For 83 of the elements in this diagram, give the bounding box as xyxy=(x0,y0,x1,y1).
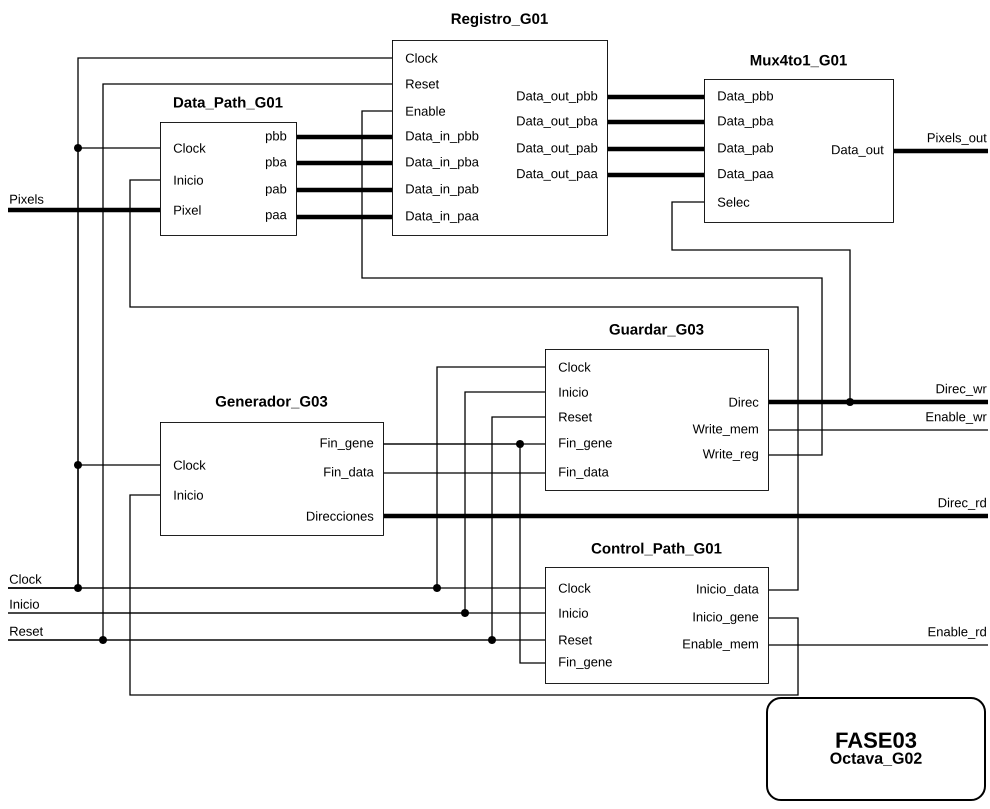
port-label: Selec xyxy=(718,197,750,207)
port-label: Fin_gene xyxy=(559,438,612,450)
port-label: Write_mem xyxy=(692,424,758,436)
wire xyxy=(384,443,545,664)
signal-label: Reset xyxy=(10,626,44,636)
wire xyxy=(768,644,988,646)
port-label: Inicio_data xyxy=(697,584,759,596)
port-label: Inicio xyxy=(174,490,203,500)
signal-label: Inicio xyxy=(10,599,39,609)
port-label: Fin_data xyxy=(324,467,374,479)
wire xyxy=(608,120,704,124)
wire xyxy=(768,429,988,431)
wire xyxy=(608,94,704,100)
port-label: Data_out_pba xyxy=(517,116,598,128)
port-label: Inicio xyxy=(559,387,588,397)
port-label: Pixel xyxy=(174,205,200,215)
wire xyxy=(8,208,160,212)
wire xyxy=(8,612,545,614)
wire xyxy=(361,110,823,456)
wire xyxy=(384,514,988,518)
wire xyxy=(768,400,988,404)
port-label: Fin_gene xyxy=(320,438,374,450)
port-label: Reset xyxy=(406,79,440,89)
wire xyxy=(296,160,392,166)
port-label: Reset xyxy=(559,412,592,422)
port-label: Inicio_gene xyxy=(694,612,758,624)
port-label: Data_pba xyxy=(718,116,774,128)
signal-label: Enable_wr xyxy=(926,412,987,424)
module-title: Data_Path_G01 xyxy=(174,96,283,110)
port-label: Inicio xyxy=(559,608,588,618)
port-label: Write_reg xyxy=(702,448,758,462)
title-block: FASE03 Octava_G02 xyxy=(766,697,986,801)
wire xyxy=(894,148,988,154)
port-label: Clock xyxy=(558,362,591,372)
port-label: Direc xyxy=(730,397,758,407)
port-label: Data_out_pbb xyxy=(517,90,598,104)
port-label: Clock xyxy=(558,583,591,593)
port-label: Data_out_paa xyxy=(517,169,598,181)
port-label: Data_pbb xyxy=(718,90,774,104)
port-label: Inicio xyxy=(174,175,203,185)
module-title: Mux4to1_G01 xyxy=(750,54,847,68)
port-label: Direcciones xyxy=(306,511,374,521)
module-title: Registro_G01 xyxy=(452,12,548,28)
wire xyxy=(671,201,851,403)
port-label: Data_in_paa xyxy=(406,210,479,224)
wire xyxy=(8,639,545,641)
port-label: pba xyxy=(266,156,287,170)
wire xyxy=(608,146,704,152)
port-label: pbb xyxy=(266,130,286,144)
port-label: Data_in_pba xyxy=(406,156,479,170)
port-label: Fin_data xyxy=(559,467,609,479)
port-label: Enable xyxy=(406,106,446,116)
wire xyxy=(129,494,799,696)
port-label: Enable_mem xyxy=(683,639,758,652)
signal-label: Clock xyxy=(10,574,42,584)
port-label: Fin_gene xyxy=(559,656,612,670)
port-label: Clock xyxy=(174,460,206,470)
port-label: Data_pab xyxy=(718,142,774,156)
signal-label: Pixels xyxy=(10,194,44,204)
signal-label: Pixels_out xyxy=(928,132,987,145)
port-label: paa xyxy=(266,212,287,222)
module-title: Control_Path_G01 xyxy=(592,542,722,556)
wire xyxy=(608,172,704,178)
wire xyxy=(8,587,545,589)
wire xyxy=(296,188,392,192)
signal-label: Enable_rd xyxy=(928,626,986,639)
port-label: Data_in_pab xyxy=(406,184,478,196)
module-title: Guardar_G03 xyxy=(610,324,704,336)
signal-label: Direc_wr xyxy=(936,384,987,396)
port-label: Data_out_pab xyxy=(517,142,598,156)
port-label: Clock xyxy=(174,143,206,153)
port-label: Data_out xyxy=(832,145,884,157)
wire xyxy=(296,214,392,220)
module-title: Generador_G03 xyxy=(216,396,328,408)
port-label: Data_paa xyxy=(718,169,774,181)
port-label: Data_in_pbb xyxy=(406,130,478,144)
wire xyxy=(129,179,799,591)
signal-label: Direc_rd xyxy=(938,498,986,510)
port-label: Reset xyxy=(559,635,592,645)
wire xyxy=(384,472,545,474)
wire xyxy=(296,134,392,140)
port-label: pab xyxy=(266,184,286,196)
port-label: Clock xyxy=(406,53,438,63)
